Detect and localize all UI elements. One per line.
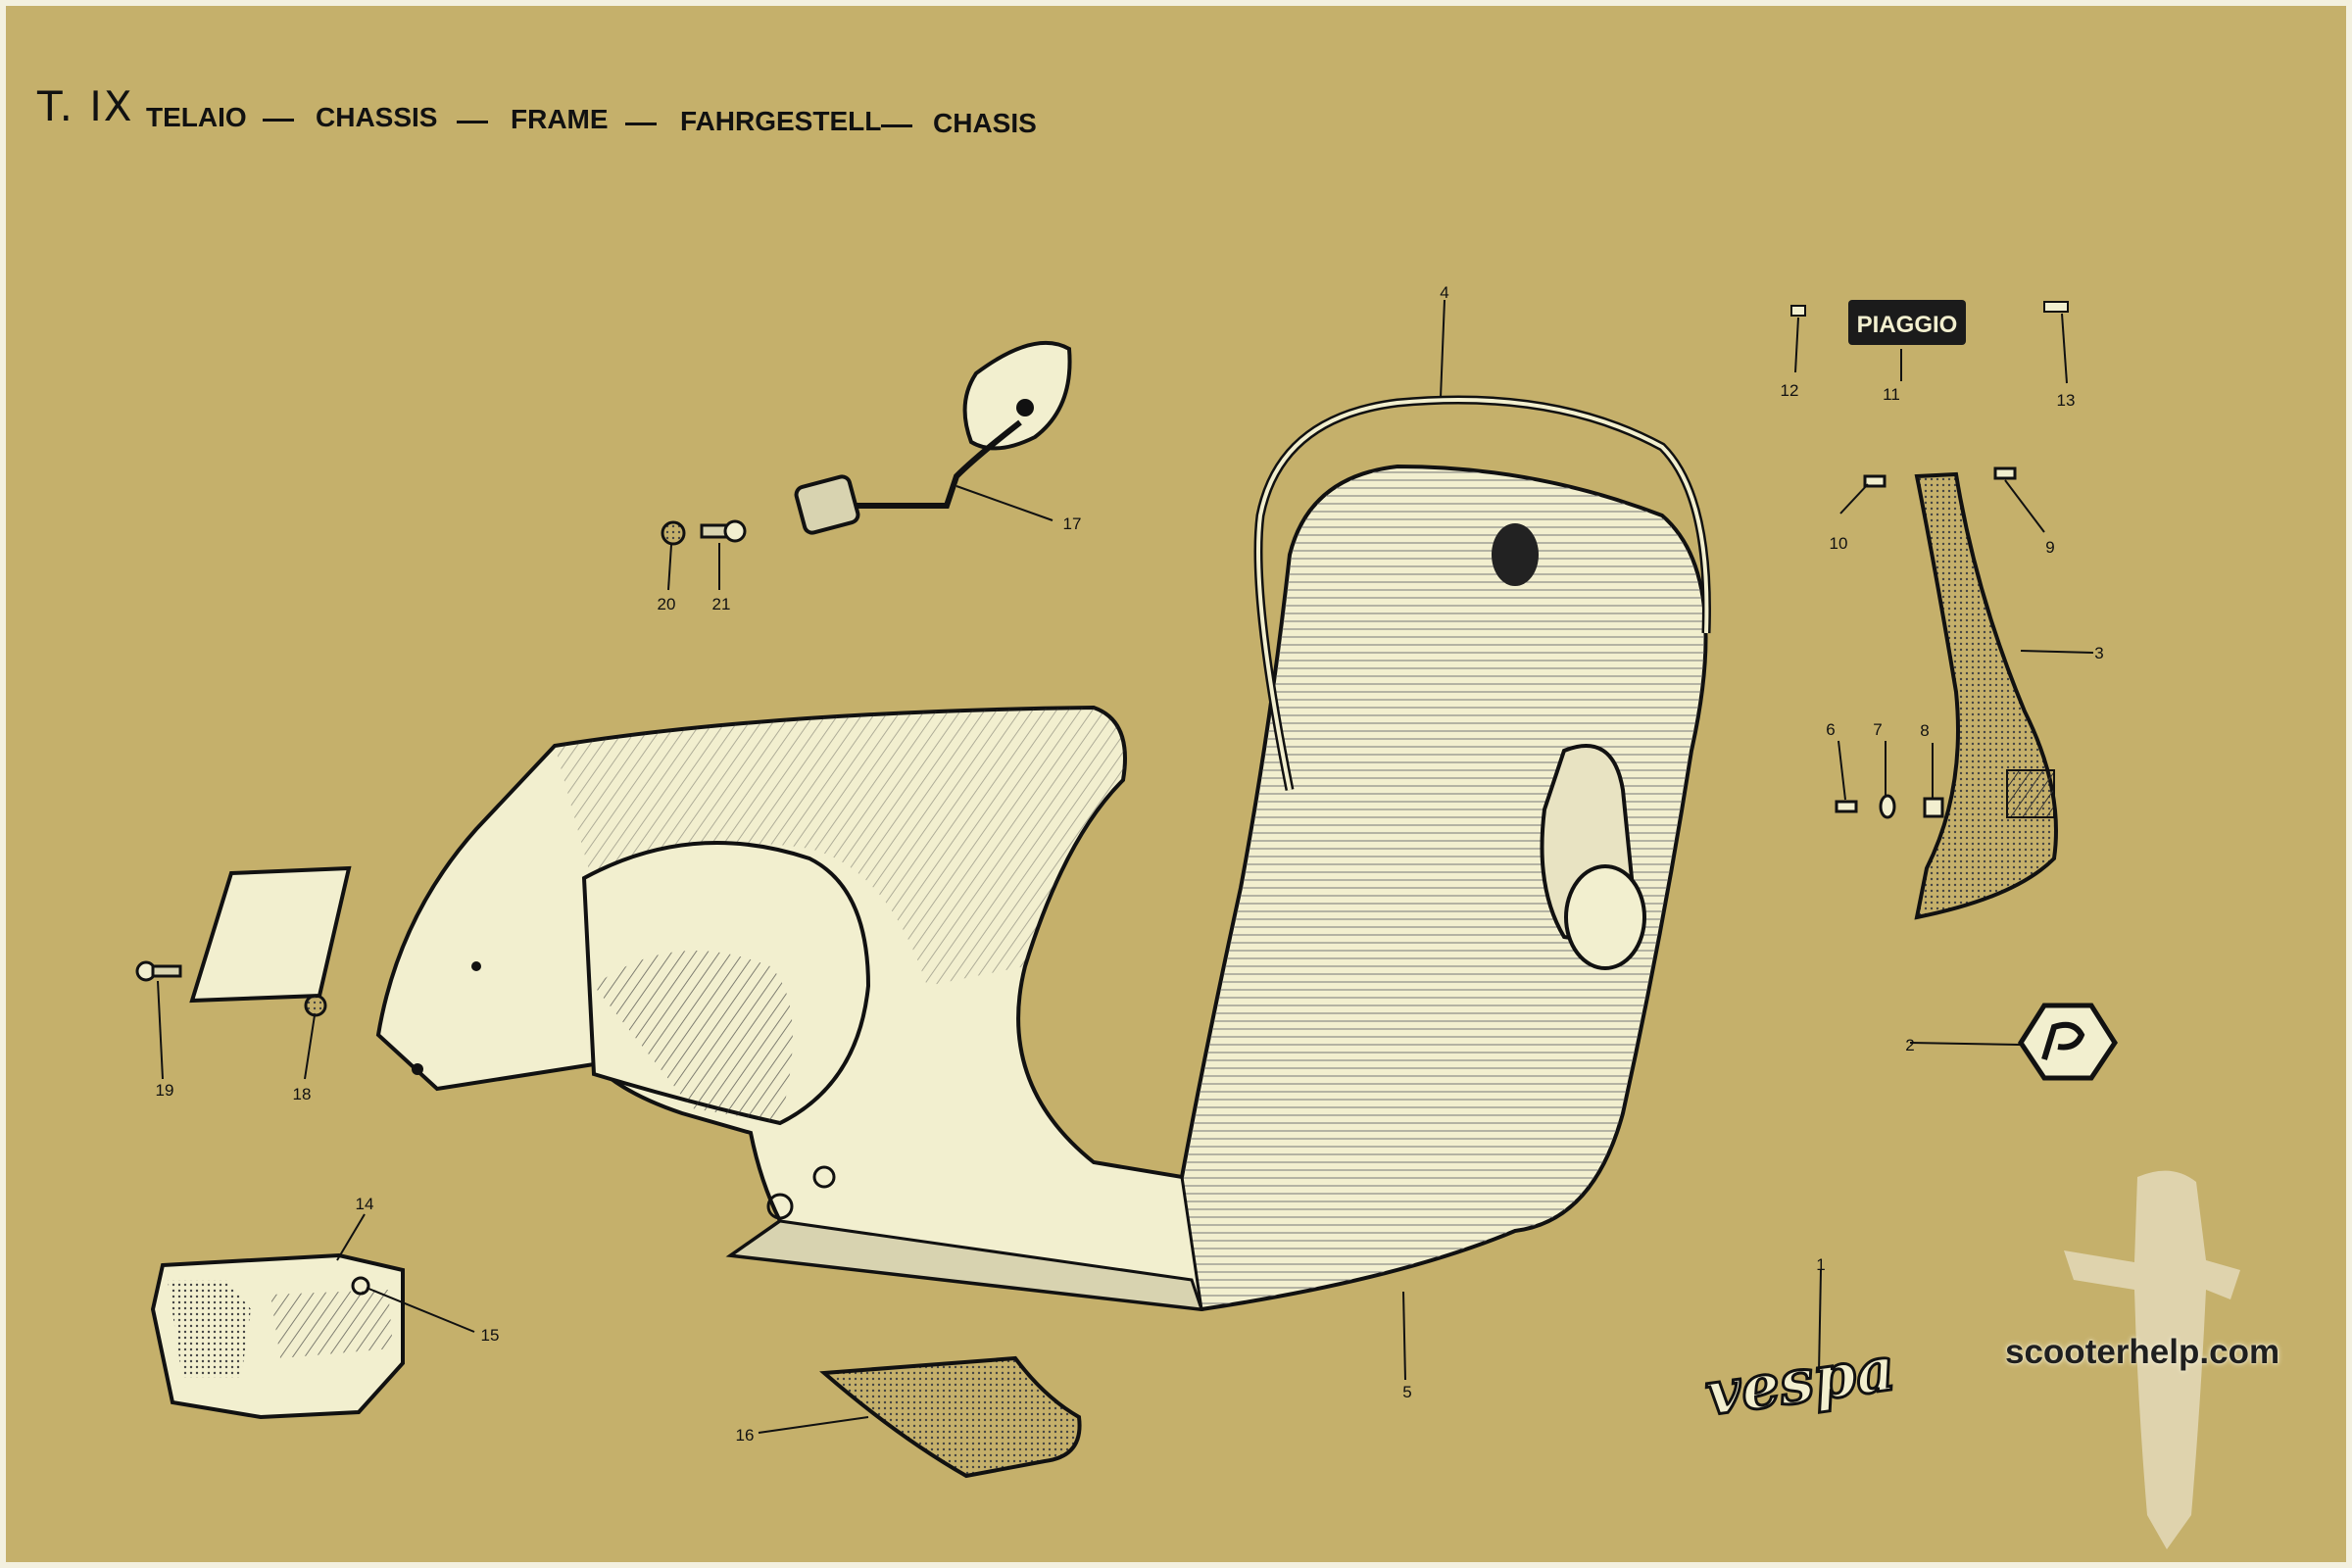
title-german: FAHRGESTELL <box>680 106 882 136</box>
callout-16: 16 <box>736 1426 755 1445</box>
callout-1: 1 <box>1816 1255 1825 1274</box>
title-french: CHASSIS <box>316 102 438 132</box>
callout-13: 13 <box>2057 391 2076 410</box>
washer-part <box>1879 794 1896 819</box>
screw-part <box>1993 466 2017 480</box>
legshield-trim-highlight <box>1256 398 1709 791</box>
diagram-sheet: T. IX TELAIO CHASSIS FRAME FAHRGESTELL C… <box>6 6 2346 1562</box>
title-spanish: CHASIS <box>933 108 1037 138</box>
leader-lines <box>157 299 2094 1434</box>
bolt-part <box>135 960 182 982</box>
screw-part <box>1835 800 1858 813</box>
callout-5: 5 <box>1402 1383 1411 1401</box>
floor-panel <box>819 1355 1082 1479</box>
callout-18: 18 <box>293 1085 312 1103</box>
watermark-text: scooterhelp.com <box>2005 1333 2280 1371</box>
callout-4: 4 <box>1440 283 1448 302</box>
horn-grille <box>2006 769 2055 818</box>
piaggio-badge-text: PIAGGIO <box>1857 312 1958 338</box>
tool-box <box>150 1252 405 1420</box>
rivet-part <box>1790 305 1806 317</box>
callout-9: 9 <box>2045 538 2054 557</box>
screw-part <box>1863 474 1886 488</box>
title-separator <box>881 124 912 127</box>
screw-part <box>2043 301 2069 313</box>
callout-6: 6 <box>1826 720 1835 739</box>
scooter-watermark <box>2064 1170 2240 1549</box>
nut-part <box>304 994 327 1017</box>
callout-17: 17 <box>1063 514 1082 533</box>
callout-21: 21 <box>712 595 731 613</box>
callout-10: 10 <box>1830 534 1848 553</box>
callout-2: 2 <box>1905 1036 1914 1054</box>
exploded-view-drawing: PIAGGIO vespa <box>135 283 2240 1549</box>
nut-part <box>661 520 686 546</box>
callout-3: 3 <box>2094 644 2103 662</box>
callout-12: 12 <box>1781 381 1799 400</box>
screw-part <box>700 519 747 543</box>
callout-7: 7 <box>1873 720 1882 739</box>
title-english: FRAME <box>511 104 609 134</box>
callout-8: 8 <box>1920 721 1929 740</box>
frame-body <box>375 464 1708 1312</box>
horn-cover <box>1914 471 2058 920</box>
title-italian: TELAIO <box>146 102 247 132</box>
rear-view-mirror <box>794 340 1072 535</box>
vespa-logo: vespa <box>1701 1333 1899 1430</box>
callout-14: 14 <box>356 1195 374 1213</box>
plate-number: T. IX <box>37 82 134 130</box>
callout-19: 19 <box>156 1081 174 1100</box>
callout-labels: 1 2 3 4 5 6 7 8 9 10 11 12 13 14 15 16 1… <box>156 283 2104 1445</box>
piaggio-hexagon-emblem <box>2018 1003 2118 1081</box>
callout-20: 20 <box>658 595 676 613</box>
cover-plate <box>189 865 352 1004</box>
emblem-mark <box>2041 1021 2085 1060</box>
title-separator <box>263 119 294 122</box>
title-separator <box>457 121 488 123</box>
clip-part <box>1923 797 1944 818</box>
callout-11: 11 <box>1883 385 1900 404</box>
callout-15: 15 <box>481 1326 500 1345</box>
piaggio-badge <box>1848 300 1966 345</box>
title-separator <box>625 122 657 125</box>
